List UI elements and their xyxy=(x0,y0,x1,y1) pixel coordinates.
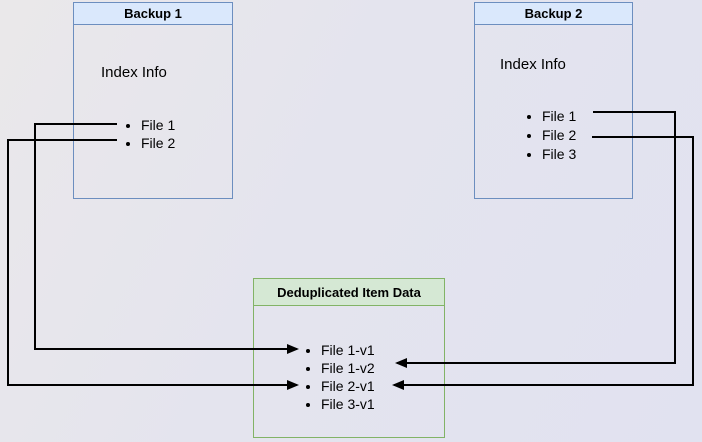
backup2-file-list: File 1File 2File 3 xyxy=(523,107,576,164)
backup1-box: Backup 1 Index Info File 1File 2 xyxy=(73,2,233,199)
backup2-index-info-label: Index Info xyxy=(500,56,566,73)
file-list-item: File 2 xyxy=(141,134,175,152)
file-list-item: File 3-v1 xyxy=(321,395,375,413)
backup1-title: Backup 1 xyxy=(74,3,232,25)
backup2-box: Backup 2 Index Info File 1File 2File 3 xyxy=(474,2,633,199)
deduplicated-item-data-title: Deduplicated Item Data xyxy=(254,279,444,306)
deduplicated-item-data-box: Deduplicated Item Data File 1-v1File 1-v… xyxy=(253,278,445,438)
file-list-item: File 1-v1 xyxy=(321,341,375,359)
file-list-item: File 2-v1 xyxy=(321,377,375,395)
file-list-item: File 1 xyxy=(141,116,175,134)
file-list-item: File 1-v2 xyxy=(321,359,375,377)
backup1-file-list: File 1File 2 xyxy=(122,116,175,152)
backup1-index-info-label: Index Info xyxy=(101,64,167,81)
file-list-item: File 2 xyxy=(542,126,576,145)
dedup-file-list: File 1-v1File 1-v2File 2-v1File 3-v1 xyxy=(302,341,375,413)
file-list-item: File 3 xyxy=(542,145,576,164)
file-list-item: File 1 xyxy=(542,107,576,126)
backup2-title: Backup 2 xyxy=(475,3,632,25)
